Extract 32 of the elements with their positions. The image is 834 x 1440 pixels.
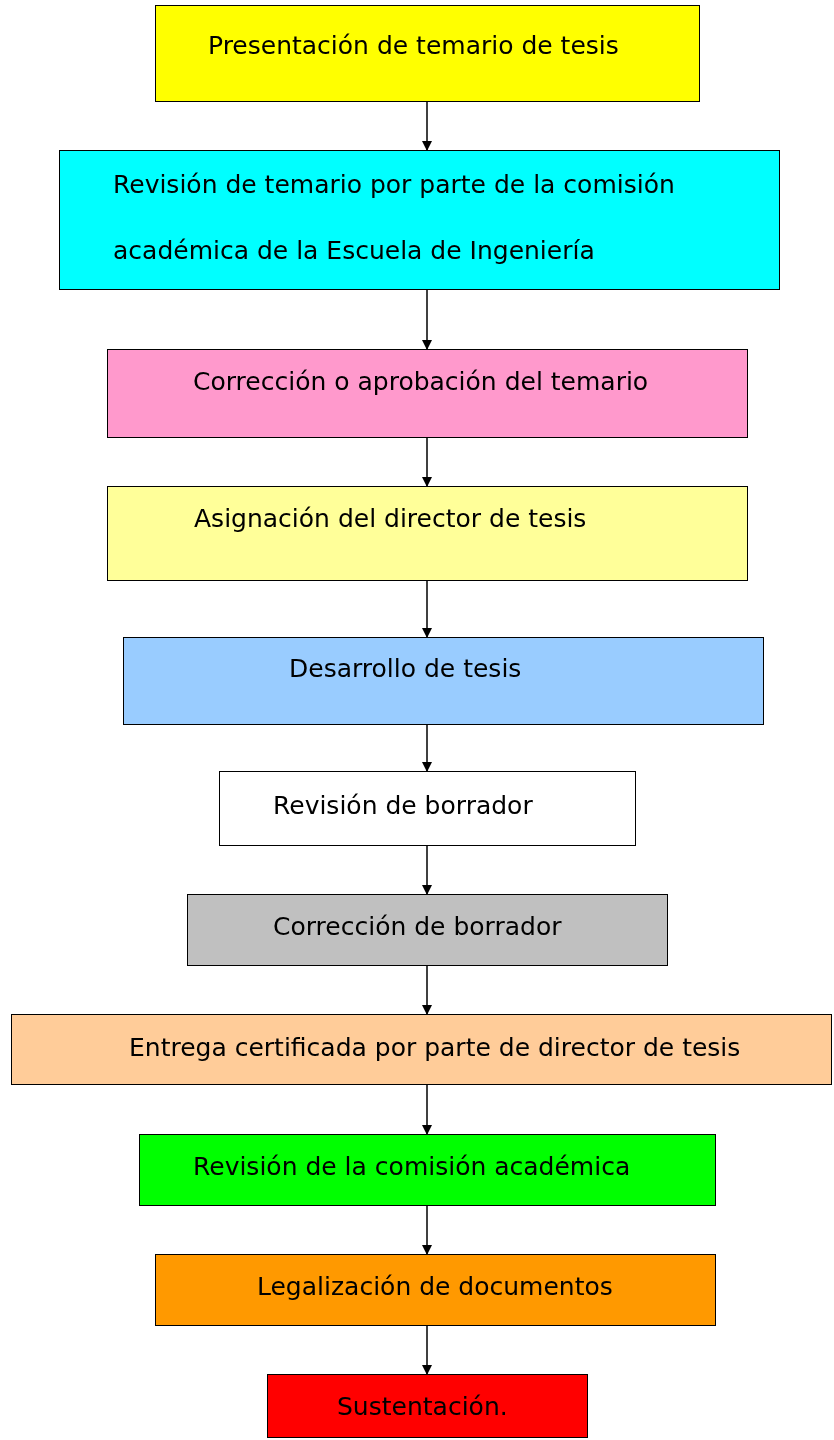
arrow (422, 1205, 432, 1255)
step-label: Presentación de temario de tesis (208, 30, 619, 62)
arrow (422, 1084, 432, 1135)
arrow (422, 1325, 432, 1375)
process-box (107, 486, 748, 581)
process-box (155, 5, 700, 102)
step-label: Corrección o aprobación del temario (193, 366, 649, 398)
arrow (422, 845, 432, 895)
process-box (59, 150, 780, 290)
arrow (422, 580, 432, 638)
step-label: Revisión de temario por parte de la comisión académica de la Escuela de Ingeniería (113, 169, 676, 267)
arrow (422, 101, 432, 151)
process-box (107, 349, 748, 438)
arrow (422, 437, 432, 487)
process-box (11, 1014, 832, 1085)
step-label: Entrega certificada por parte de director de tesis (129, 1032, 741, 1064)
step-label: Sustentación. (337, 1391, 508, 1423)
step-label: Desarrollo de tesis (289, 653, 522, 685)
process-box (219, 771, 636, 846)
arrow (422, 289, 432, 350)
process-box (187, 894, 668, 966)
arrow (422, 965, 432, 1015)
step-label: Legalización de documentos (257, 1271, 613, 1303)
step-label: Revisión de borrador (273, 790, 533, 822)
step-label: Corrección de borrador (273, 911, 562, 943)
process-box (267, 1374, 588, 1438)
step-label: Revisión de la comisión académica (193, 1151, 631, 1183)
process-box (123, 637, 764, 725)
arrow (422, 724, 432, 772)
process-box (139, 1134, 716, 1206)
process-box (155, 1254, 716, 1326)
step-label: Asignación del director de tesis (194, 503, 587, 535)
